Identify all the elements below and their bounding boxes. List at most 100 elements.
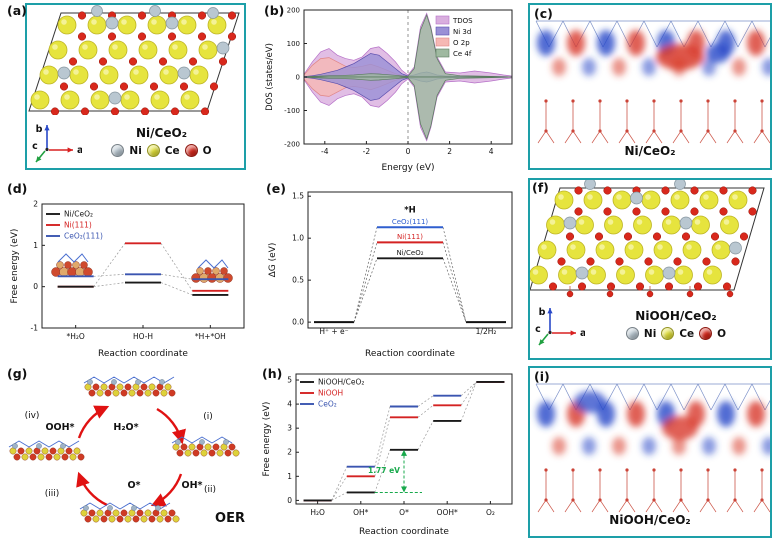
svg-text:*H: *H xyxy=(404,205,416,215)
panel-c-label: (c) xyxy=(534,6,553,21)
panel-a-label: (a) xyxy=(7,3,27,18)
panel-a-footer: bac Ni/CeO₂ Ni Ce O xyxy=(27,115,244,168)
panel-a-box: bac Ni/CeO₂ Ni Ce O xyxy=(25,3,246,170)
svg-text:-1: -1 xyxy=(31,324,39,333)
svg-text:Ni/CeO₂: Ni/CeO₂ xyxy=(396,249,423,257)
svg-text:Energy (eV): Energy (eV) xyxy=(381,163,434,173)
svg-text:Free energy (eV): Free energy (eV) xyxy=(262,402,272,477)
svg-text:0.0: 0.0 xyxy=(292,318,304,327)
crystal-axes-icon: bac xyxy=(535,307,585,346)
panel-i-box: NiOOH/CeO₂ xyxy=(528,366,772,538)
svg-text:(iii): (iii) xyxy=(45,489,60,499)
svg-text:5: 5 xyxy=(287,376,292,385)
niooh-ceo2-structure-image xyxy=(530,180,765,298)
svg-text:4: 4 xyxy=(489,147,494,156)
svg-text:H₂O: H₂O xyxy=(310,508,325,517)
svg-text:2: 2 xyxy=(33,200,38,209)
svg-text:Free energy (eV): Free energy (eV) xyxy=(10,229,20,304)
svg-text:-2: -2 xyxy=(363,147,371,156)
svg-text:2: 2 xyxy=(447,147,452,156)
svg-text:Ni(111): Ni(111) xyxy=(397,233,423,241)
svg-text:-4: -4 xyxy=(321,147,329,156)
svg-text:(i): (i) xyxy=(203,412,213,422)
ce-atom-label: Ce xyxy=(679,327,695,340)
svg-text:NiOOH/CeO₂: NiOOH/CeO₂ xyxy=(318,378,364,387)
svg-text:CeO₂(111): CeO₂(111) xyxy=(392,218,429,226)
svg-text:(iv): (iv) xyxy=(25,411,40,421)
panel-h-label: (h) xyxy=(262,366,283,381)
svg-text:CeO₂(111): CeO₂(111) xyxy=(64,232,103,241)
svg-text:O*: O* xyxy=(399,508,409,517)
svg-text:OH*: OH* xyxy=(353,508,369,517)
panel-f-footer: bac NiOOH/CeO₂ Ni Ce O xyxy=(530,298,770,352)
svg-text:-100: -100 xyxy=(284,107,300,115)
ce-atom-icon xyxy=(661,327,675,341)
charge-density-ni-ceo2-image xyxy=(535,20,770,144)
svg-text:0: 0 xyxy=(406,147,411,156)
svg-text:100: 100 xyxy=(287,40,300,48)
svg-text:Ni(111): Ni(111) xyxy=(64,221,92,230)
svg-text:1: 1 xyxy=(287,472,292,481)
ni-atom-icon xyxy=(625,327,639,341)
panel-e-label: (e) xyxy=(266,181,286,196)
oer-cycle-diagram: (iv)(i)(ii)(iii)OOH*H₂O*O*OH*OER xyxy=(8,376,245,526)
svg-text:a: a xyxy=(77,145,82,156)
charge-density-niooh-ceo2-image xyxy=(535,383,770,513)
panel-b-label: (b) xyxy=(264,3,285,18)
svg-text:1.0: 1.0 xyxy=(292,234,304,243)
svg-text:O₂: O₂ xyxy=(486,508,495,517)
svg-text:Reaction coordinate: Reaction coordinate xyxy=(98,349,188,359)
svg-text:200: 200 xyxy=(287,7,300,15)
svg-text:-200: -200 xyxy=(284,141,300,149)
svg-text:1: 1 xyxy=(33,241,38,250)
panel-f-box: bac NiOOH/CeO₂ Ni Ce O xyxy=(528,178,772,360)
svg-text:CeO₂: CeO₂ xyxy=(318,400,337,409)
svg-text:c: c xyxy=(535,324,541,335)
svg-text:0: 0 xyxy=(287,496,292,505)
o-atom-label: O xyxy=(717,327,727,340)
panel-f-label: (f) xyxy=(532,180,549,195)
svg-text:H₂O*: H₂O* xyxy=(113,422,138,433)
panel-i-caption: NiOOH/CeO₂ xyxy=(609,513,691,527)
svg-text:(ii): (ii) xyxy=(204,485,216,495)
ni-ceo2-structure-image xyxy=(28,5,240,115)
panel-a-caption: Ni/CeO₂ xyxy=(136,125,187,140)
svg-text:4: 4 xyxy=(287,400,292,409)
svg-text:H⁺ + e⁻: H⁺ + e⁻ xyxy=(319,327,348,336)
svg-text:0: 0 xyxy=(33,282,38,291)
svg-text:1/2H₂: 1/2H₂ xyxy=(476,327,497,336)
svg-text:Ni 3d: Ni 3d xyxy=(453,28,471,36)
svg-text:Ni/CeO₂: Ni/CeO₂ xyxy=(64,210,93,219)
ni-atom-icon xyxy=(111,144,125,158)
panel-c-box: Ni/CeO₂ xyxy=(528,3,772,170)
svg-text:OH*: OH* xyxy=(182,480,203,491)
svg-text:NiOOH: NiOOH xyxy=(318,389,343,398)
panel-f-caption: NiOOH/CeO₂ xyxy=(635,308,717,323)
ni-atom-label: Ni xyxy=(129,144,142,157)
crystal-axes-icon: bac xyxy=(32,124,82,163)
panel-a-atom-legend: Ni Ce O xyxy=(111,144,212,158)
o-atom-label: O xyxy=(202,144,212,157)
panel-i-label: (i) xyxy=(534,369,550,384)
svg-text:1.5: 1.5 xyxy=(292,192,304,201)
svg-text:OER: OER xyxy=(215,511,245,526)
svg-text:O*: O* xyxy=(127,480,140,491)
svg-text:2: 2 xyxy=(287,448,292,457)
svg-text:Ce 4f: Ce 4f xyxy=(453,50,472,58)
svg-text:*H+*OH: *H+*OH xyxy=(195,332,226,341)
svg-text:1.77 eV: 1.77 eV xyxy=(368,466,400,475)
svg-text:b: b xyxy=(36,124,43,135)
svg-text:ΔG (eV): ΔG (eV) xyxy=(268,243,278,278)
panel-g-label: (g) xyxy=(7,366,28,381)
panel-c-caption: Ni/CeO₂ xyxy=(624,144,676,158)
svg-text:a: a xyxy=(580,328,585,339)
svg-text:Reaction coordinate: Reaction coordinate xyxy=(359,527,449,537)
o-atom-icon xyxy=(699,327,713,341)
svg-text:0.5: 0.5 xyxy=(292,276,304,285)
svg-text:Reaction coordinate: Reaction coordinate xyxy=(365,349,455,359)
svg-text:OOH*: OOH* xyxy=(437,508,458,517)
